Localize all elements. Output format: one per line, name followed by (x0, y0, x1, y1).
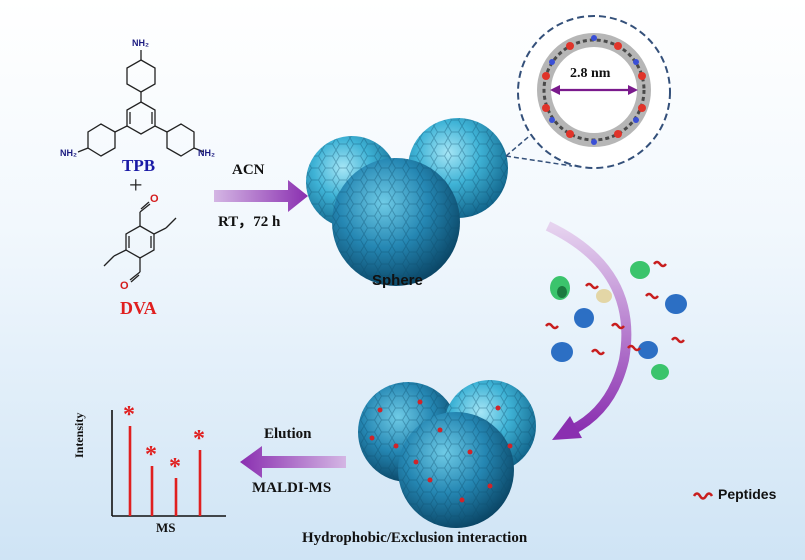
pore-size-label: 2.8 nm (570, 66, 611, 81)
ms-peak-marker-4: * (193, 426, 205, 452)
elution-arrow (240, 446, 346, 478)
pore-zoom (505, 15, 671, 169)
dva-structure (103, 201, 177, 283)
peptides-legend-label: Peptides (718, 486, 777, 502)
tpb-label: TPB (122, 156, 156, 175)
ms-peak-marker-2: * (145, 442, 157, 468)
composite-spheres (358, 380, 536, 528)
dva-oxygen-label-bottom: O (120, 280, 129, 292)
ms-peak-marker-3: * (169, 454, 181, 480)
maldi-label: MALDI-MS (252, 480, 332, 496)
elution-label: Elution (264, 426, 312, 442)
pore-diameter-arrow (550, 85, 638, 95)
dva-label: DVA (120, 298, 157, 318)
tpb-amine-label-top: NH₂ (132, 38, 149, 48)
pore-nitrogen-atoms (549, 35, 639, 145)
plus-sign: + (129, 173, 143, 199)
composite-label: Hydrophobic/Exclusion interaction (302, 530, 528, 546)
reaction-arrow (214, 180, 308, 212)
pore-oxygen-atoms (542, 42, 646, 138)
tpb-amine-label-right: NH₂ (198, 148, 215, 158)
protein-cloud (550, 261, 687, 380)
peptide-fragments (545, 260, 685, 356)
ms-peak-marker-1: * (123, 402, 135, 428)
reaction-conditions: RT，72 h (218, 214, 281, 230)
ms-peaks (128, 426, 202, 516)
peptides-legend-icon (692, 492, 714, 500)
curved-arrow (545, 221, 632, 435)
ms-xlabel: MS (156, 520, 176, 535)
tpb-amine-label-left: NH₂ (60, 148, 77, 158)
sphere-cluster (306, 118, 508, 286)
tpb-structure (77, 50, 205, 157)
sphere-label: Sphere (372, 272, 423, 289)
dva-oxygen-label-top: O (150, 193, 159, 205)
ms-ylabel: Intensity (72, 412, 86, 458)
reaction-solvent: ACN (232, 162, 265, 178)
adsorbed-peptides (369, 399, 513, 503)
